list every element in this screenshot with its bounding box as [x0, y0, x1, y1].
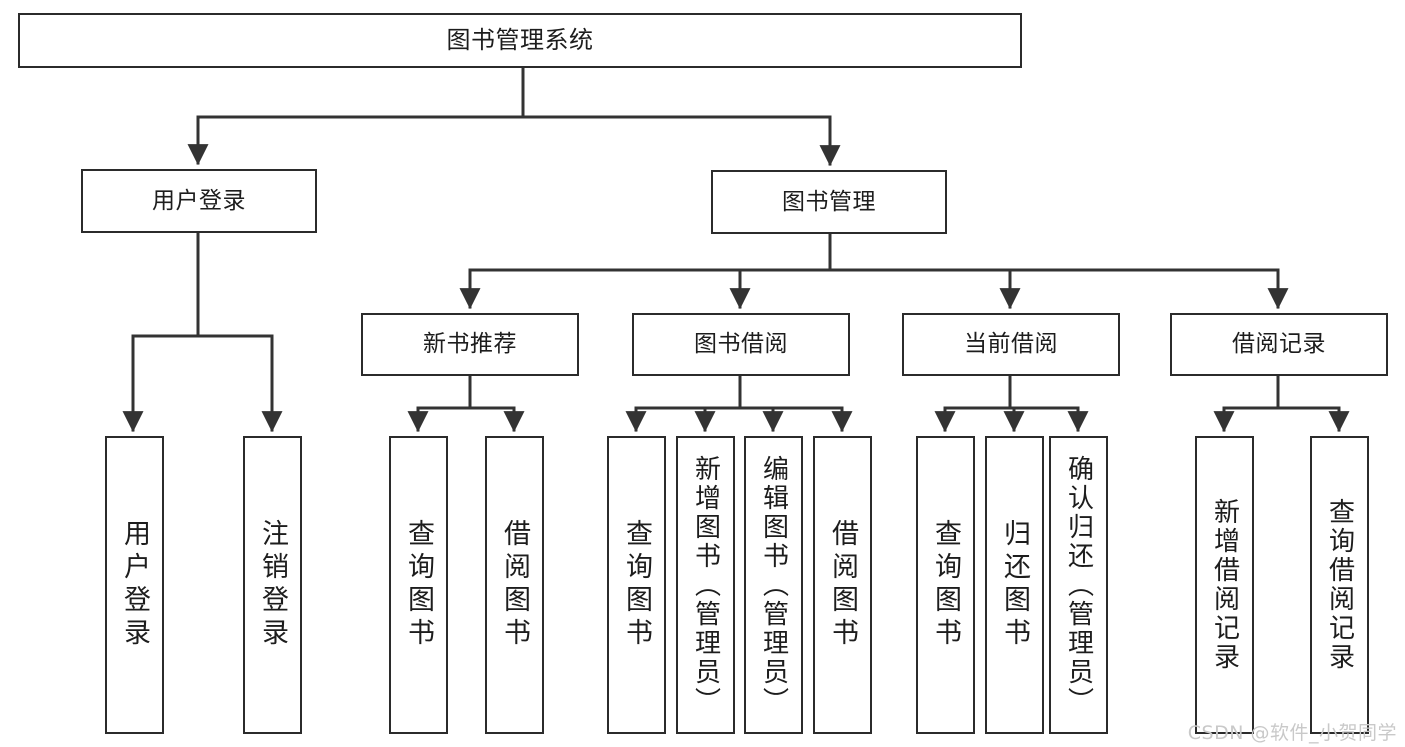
watermark-text: CSDN @软件_小贺同学: [1187, 722, 1397, 744]
node-label: 归还图书: [999, 519, 1030, 651]
node-label: 借阅图书: [827, 519, 858, 651]
node-label: 查询图书: [930, 519, 961, 651]
node-leaf-add-record[interactable]: 新增借阅记录: [1195, 436, 1254, 734]
node-root-system[interactable]: 图书管理系统: [18, 13, 1022, 68]
node-leaf-borrow-book-1[interactable]: 借阅图书: [485, 436, 544, 734]
node-label: 注销登录: [257, 519, 288, 651]
node-label: 当前借阅: [964, 331, 1058, 358]
node-leaf-return-book[interactable]: 归还图书: [985, 436, 1044, 734]
node-label: 新增图书（管理员）: [690, 454, 721, 716]
node-leaf-confirm-return[interactable]: 确认归还（管理员）: [1049, 436, 1108, 734]
node-label: 借阅图书: [499, 519, 530, 651]
node-label: 用户登录: [119, 519, 150, 651]
node-label: 编辑图书（管理员）: [758, 454, 789, 716]
node-label: 借阅记录: [1232, 331, 1326, 358]
node-leaf-add-book[interactable]: 新增图书（管理员）: [676, 436, 735, 734]
node-label: 图书管理系统: [446, 25, 594, 54]
node-leaf-borrow-book-2[interactable]: 借阅图书: [813, 436, 872, 734]
node-label: 查询借阅记录: [1324, 498, 1355, 672]
node-leaf-query-book-1[interactable]: 查询图书: [389, 436, 448, 734]
node-leaf-logout-login[interactable]: 注销登录: [243, 436, 302, 734]
node-leaf-query-book-3[interactable]: 查询图书: [916, 436, 975, 734]
node-borrow-record[interactable]: 借阅记录: [1170, 313, 1388, 376]
node-leaf-query-book-2[interactable]: 查询图书: [607, 436, 666, 734]
node-label: 查询图书: [621, 519, 652, 651]
node-user-login[interactable]: 用户登录: [81, 169, 317, 233]
node-book-borrow[interactable]: 图书借阅: [632, 313, 850, 376]
node-label: 确认归还（管理员）: [1063, 454, 1094, 716]
node-label: 查询图书: [403, 519, 434, 651]
node-current-borrow[interactable]: 当前借阅: [902, 313, 1120, 376]
node-leaf-query-record[interactable]: 查询借阅记录: [1310, 436, 1369, 734]
node-label: 图书管理: [782, 188, 876, 215]
node-label: 新书推荐: [423, 331, 517, 358]
node-leaf-user-login[interactable]: 用户登录: [105, 436, 164, 734]
node-label: 图书借阅: [694, 331, 788, 358]
node-label: 用户登录: [152, 187, 246, 214]
node-label: 新增借阅记录: [1209, 498, 1240, 672]
node-leaf-edit-book[interactable]: 编辑图书（管理员）: [744, 436, 803, 734]
node-new-book-recommend[interactable]: 新书推荐: [361, 313, 579, 376]
node-book-management[interactable]: 图书管理: [711, 170, 947, 234]
